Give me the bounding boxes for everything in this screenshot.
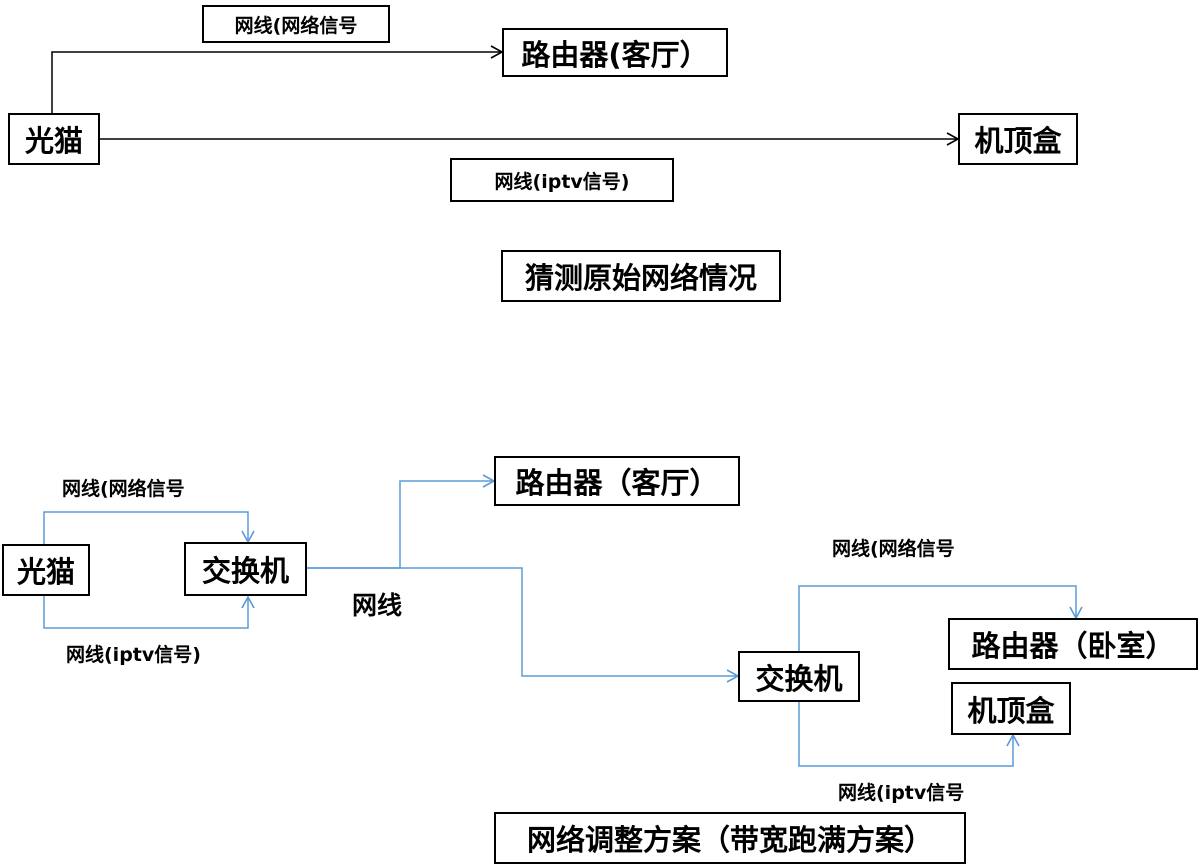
- bottom-node-router-bedroom-text: 路由器（卧室）: [971, 629, 1175, 663]
- top-node-stb-text: 机顶盒: [974, 124, 1062, 158]
- edge-modem-to-switch1-net: [43, 511, 255, 545]
- bottom-node-modem: 光猫: [2, 544, 90, 596]
- bottom-edge-label-iptv-signal-2: 网线(iptv信号: [838, 782, 965, 804]
- bottom-node-stb-text: 机顶盒: [967, 693, 1055, 728]
- top-node-modem: 光猫: [8, 113, 100, 165]
- bottom-node-router-living: 路由器（客厅）: [494, 456, 740, 506]
- top-node-router: 路由器(客厅）: [502, 28, 728, 77]
- bottom-node-switch1-text: 交换机: [201, 554, 289, 588]
- bottom-edge-label-net-signal-2: 网线(网络信号: [832, 538, 955, 560]
- edge-switch2-to-router-bedroom: [798, 585, 1083, 651]
- top-edge-label-iptv-signal-text: 网线(iptv信号): [494, 170, 630, 193]
- top-edge-label-net-signal-text: 网线(网络信号: [234, 14, 358, 37]
- top-node-modem-text: 光猫: [24, 124, 83, 158]
- top-diagram-caption-text: 猜测原始网络情况: [524, 261, 757, 295]
- bottom-edge-label-iptv-signal-1: 网线(iptv信号): [66, 644, 201, 666]
- bottom-diagram-caption: 网络调整方案（带宽跑满方案）: [494, 812, 966, 864]
- bottom-node-switch2-text: 交换机: [755, 661, 843, 696]
- bottom-node-router-bedroom: 路由器（卧室）: [948, 618, 1198, 670]
- bottom-node-router-living-text: 路由器（客厅）: [515, 466, 719, 500]
- bottom-edge-label-net-signal-1: 网线(网络信号: [62, 478, 185, 500]
- top-node-stb: 机顶盒: [958, 113, 1078, 165]
- top-diagram-caption: 猜测原始网络情况: [501, 250, 781, 302]
- bottom-diagram-caption-text: 网络调整方案（带宽跑满方案）: [526, 823, 933, 857]
- top-node-router-text: 路由器(客厅）: [521, 37, 709, 72]
- bottom-node-switch2: 交换机: [738, 651, 860, 702]
- bottom-node-stb: 机顶盒: [951, 682, 1071, 735]
- edge-modem-to-router: [51, 45, 504, 113]
- edge-modem-to-switch1-iptv: [43, 595, 255, 629]
- bottom-node-switch1: 交换机: [184, 542, 307, 596]
- bottom-edge-label-cable: 网线: [352, 591, 403, 620]
- edge-switch1-to-router-living: [307, 474, 496, 569]
- bottom-node-modem-text: 光猫: [16, 555, 75, 589]
- edge-switch1-to-switch2: [307, 567, 740, 683]
- edge-switch2-to-stb: [798, 702, 1020, 767]
- top-edge-label-iptv-signal: 网线(iptv信号): [450, 158, 674, 202]
- top-edge-label-net-signal: 网线(网络信号: [202, 5, 390, 43]
